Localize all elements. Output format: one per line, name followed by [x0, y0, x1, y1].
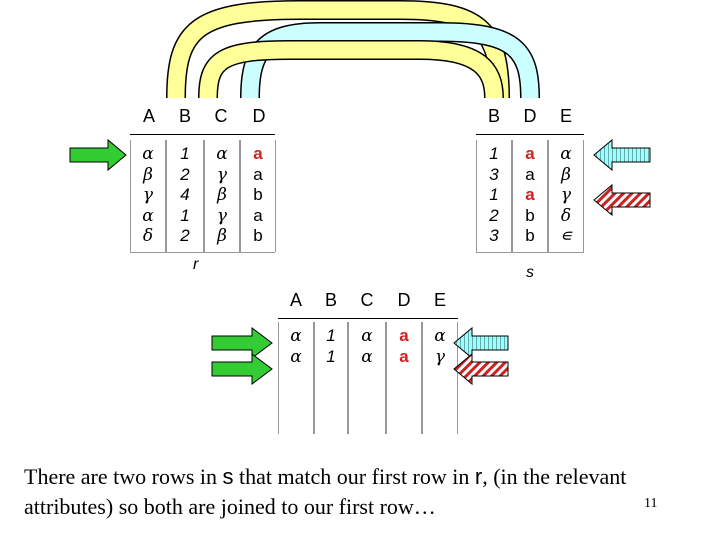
result-header-row: A B C D E — [278, 290, 458, 311]
res-b-2: 1 — [326, 346, 336, 366]
r-c-3: β — [217, 185, 227, 205]
res-e-2: γ — [434, 346, 446, 367]
res-a-2: α — [290, 346, 302, 367]
r-header-d: D — [252, 106, 266, 126]
res-col-e: α γ — [422, 322, 458, 434]
caption-r-symbol: r — [474, 464, 483, 489]
r-b-1: 1 — [180, 144, 190, 163]
s-b-3: 1 — [489, 185, 499, 204]
caption-part2: that match our first row in — [233, 464, 475, 489]
s-e-2: β — [561, 164, 571, 185]
result-table: α α 1 1 α α a a α γ — [278, 322, 458, 434]
res-header-e: E — [433, 290, 446, 310]
r-d-5: b — [253, 226, 263, 245]
r-d-1: a — [253, 144, 263, 163]
s-e-4: δ — [560, 205, 572, 226]
caption-s-symbol: s — [222, 464, 234, 489]
s-b-4: 2 — [489, 205, 499, 225]
result-header-divider — [278, 318, 458, 319]
relation-s-name: s — [526, 264, 534, 281]
r-col-a: α β γ α δ — [130, 140, 166, 252]
r-c-1: α — [216, 144, 228, 164]
r-b-2: 2 — [180, 164, 190, 184]
res-col-a: α α — [278, 322, 314, 434]
r-header-a: A — [142, 106, 155, 126]
r-a-4: α — [142, 205, 154, 226]
res-d-1: a — [399, 326, 409, 345]
arrow-right-icon-result-row2 — [211, 353, 273, 385]
caption-part1: There are two rows in — [24, 464, 223, 489]
s-col-d: a a a b b — [512, 140, 548, 252]
r-b-4: 1 — [180, 205, 190, 225]
r-c-4: γ — [216, 205, 228, 226]
s-header-e: E — [559, 106, 572, 126]
s-col-e: α β γ δ ∊ — [548, 140, 584, 252]
r-d-3: b — [253, 185, 263, 204]
res-b-1: 1 — [326, 326, 336, 345]
r-a-3: γ — [142, 185, 154, 205]
s-e-1: α — [560, 144, 572, 164]
caption-part3: , (in the relevant attributes) so both a… — [24, 464, 627, 519]
s-col-b: 1 3 1 2 3 — [476, 140, 512, 252]
s-b-5: 3 — [489, 226, 499, 245]
res-c-1: α — [361, 326, 373, 346]
r-b-5: 2 — [180, 226, 190, 245]
r-header-b: B — [178, 106, 191, 126]
s-e-3: γ — [560, 185, 572, 205]
relation-s-table: 1 3 1 2 3 a a a b b α β γ δ ∊ — [476, 140, 584, 252]
r-col-c: α γ β γ β — [204, 140, 240, 252]
s-header-b: B — [487, 106, 500, 126]
s-d-4: b — [525, 205, 535, 225]
res-header-a: A — [289, 290, 302, 310]
page-number: 11 — [644, 496, 658, 511]
r-a-2: β — [143, 164, 153, 185]
arrow-left-icon-s-row1 — [593, 138, 651, 172]
res-a-1: α — [290, 326, 302, 346]
arrow-right-icon-r-row1 — [69, 138, 127, 172]
arrow-left-icon-s-row3 — [593, 183, 651, 217]
s-header-d: D — [523, 106, 537, 126]
r-col-d: a a b a b — [240, 140, 276, 252]
relation-r-table: α β γ α δ 1 2 4 1 2 α γ β γ β a a b a b — [130, 140, 276, 252]
relation-r-name: r — [193, 256, 199, 273]
res-header-d: D — [397, 290, 411, 310]
res-c-2: α — [361, 346, 373, 367]
r-bottom-border — [130, 252, 275, 253]
s-d-1: a — [525, 144, 535, 163]
s-d-5: b — [525, 226, 535, 245]
r-col-b: 1 2 4 1 2 — [166, 140, 204, 252]
s-bottom-border — [476, 252, 584, 253]
r-b-3: 4 — [180, 185, 190, 204]
r-header-row: A B C D — [130, 106, 278, 127]
s-header-divider — [476, 134, 584, 135]
res-e-1: α — [434, 326, 446, 346]
r-c-2: γ — [216, 164, 228, 185]
r-d-2: a — [253, 164, 263, 184]
arrow-left-icon-result-row2 — [453, 352, 509, 386]
s-e-5: ∊ — [559, 226, 573, 246]
res-header-b: B — [324, 290, 337, 310]
r-c-5: β — [217, 226, 227, 246]
res-d-2: a — [399, 346, 409, 366]
s-d-2: a — [525, 164, 535, 184]
r-a-1: α — [142, 144, 154, 164]
slide-caption: There are two rows in s that match our f… — [24, 462, 694, 522]
res-col-b: 1 1 — [314, 322, 348, 434]
res-header-c: C — [360, 290, 374, 310]
res-col-c: α α — [348, 322, 386, 434]
arrow-right-icon-result-row1 — [211, 327, 273, 359]
s-b-2: 3 — [489, 164, 499, 184]
r-header-divider — [130, 134, 275, 135]
r-d-4: a — [253, 205, 263, 225]
s-header-row: B D E — [476, 106, 584, 127]
res-col-d: a a — [386, 322, 422, 434]
r-a-5: δ — [142, 226, 154, 246]
s-d-3: a — [525, 185, 535, 204]
s-b-1: 1 — [489, 144, 499, 163]
r-header-c: C — [214, 106, 228, 126]
arrow-left-icon-result-row1 — [453, 326, 509, 360]
